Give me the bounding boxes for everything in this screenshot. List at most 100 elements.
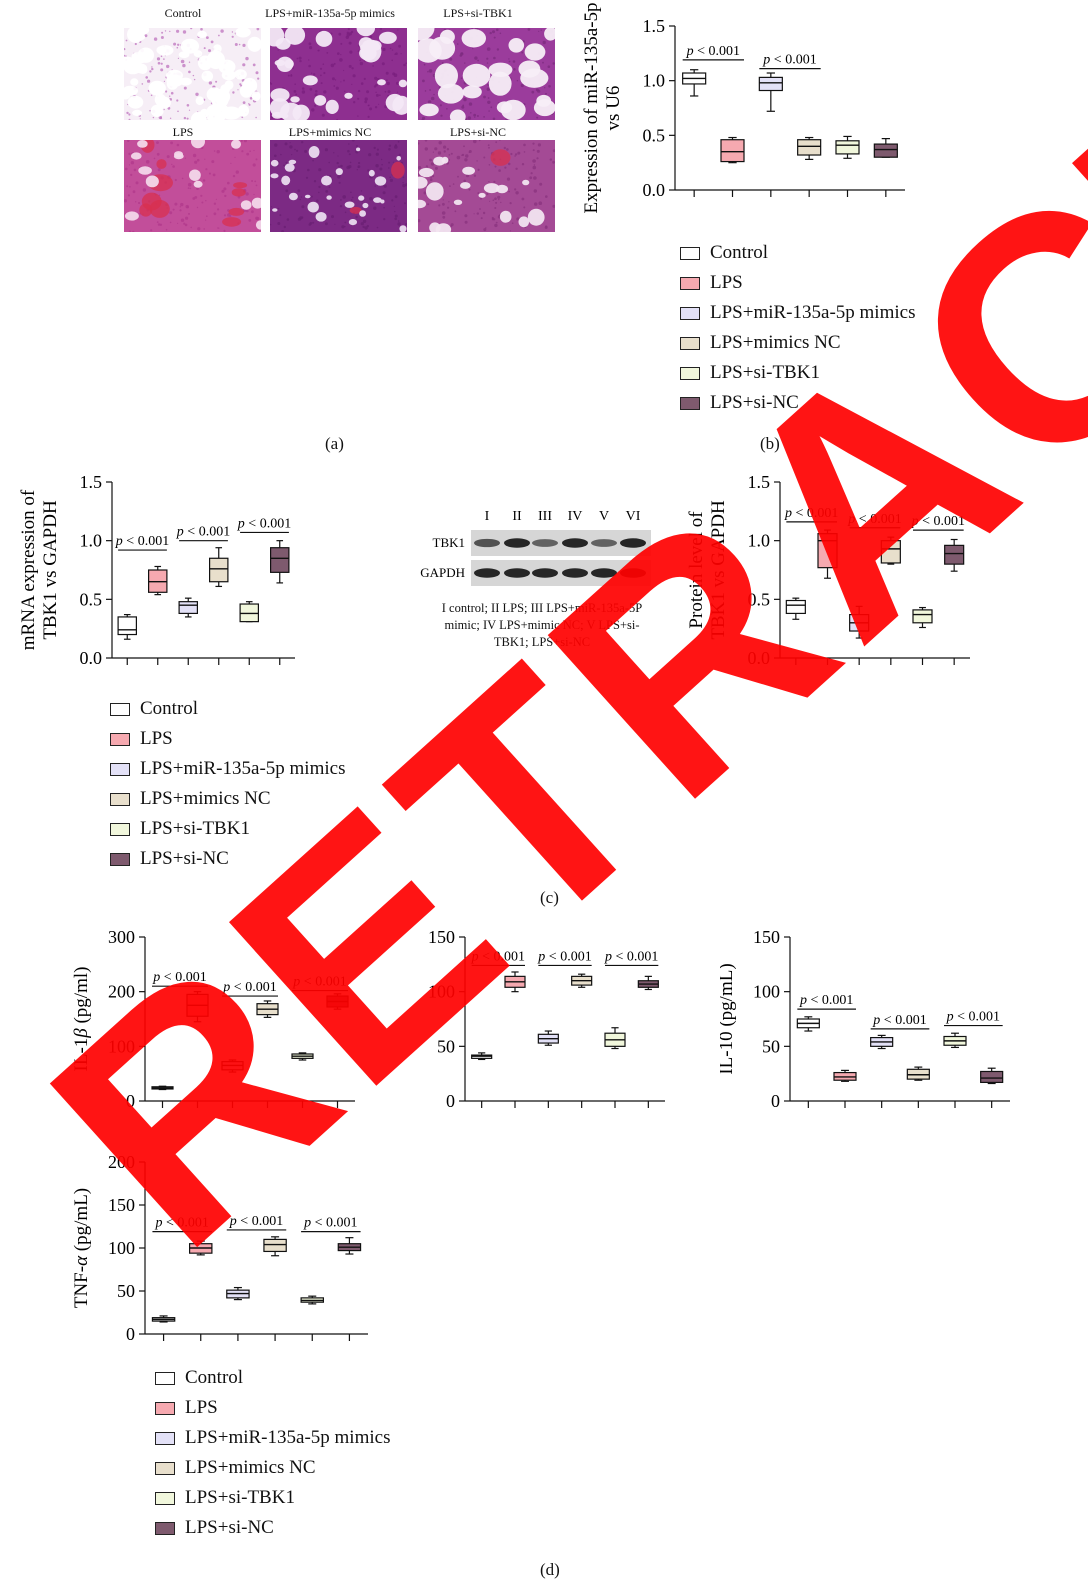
nucleus [424,140,428,142]
nucleus [335,86,339,90]
p-value-label: p < 0.001 [303,1216,357,1231]
alveolar-space [359,46,377,61]
nucleus [308,64,311,68]
nucleus [206,215,208,217]
nucleus [344,211,347,214]
nucleus [223,187,227,191]
legend-swatch [110,762,130,776]
alveolar-space [292,104,310,120]
hemorrhage-spot [141,192,162,211]
box-4 [263,1238,287,1253]
nucleus [344,90,346,92]
nucleus [299,198,301,201]
nucleus [486,192,489,196]
nucleus [507,162,511,166]
nucleus [128,113,131,116]
nucleus [355,215,358,219]
nucleus [245,209,249,213]
nucleus [375,152,379,156]
nucleus [340,164,343,168]
nucleus [294,83,296,85]
nucleus [125,55,127,57]
nucleus [533,189,537,193]
nucleus [213,150,216,152]
legend-label: LPS [185,1397,218,1418]
nucleus [241,116,244,119]
p-rest: < 0.001 [162,1216,208,1231]
alveolar-space [130,78,139,86]
p-symbol: p [471,949,479,964]
alveolar-space [462,166,475,175]
nucleus [126,185,129,188]
alveolar-space [518,216,530,228]
lane-label: IV [568,509,583,524]
nucleus [478,140,481,142]
nucleus [378,103,380,105]
nucleus [428,69,433,73]
nucleus [357,115,359,117]
nucleus [398,153,401,156]
nucleus [367,169,370,172]
nucleus [454,210,457,213]
nucleus [230,162,232,164]
nucleus [487,144,490,147]
nucleus [503,146,506,150]
nucleus [427,70,429,73]
nucleus [254,180,257,183]
nucleus [463,145,465,148]
nucleus [190,28,193,30]
nucleus [402,176,405,179]
nucleus [379,28,383,30]
nucleus [397,220,400,222]
nucleus [468,188,471,191]
nucleus [320,82,323,85]
nucleus [242,101,246,104]
legend-label: LPS+mimics NC [185,1457,316,1478]
nucleus [217,227,219,229]
alveolar-space [488,71,512,96]
nucleus [157,223,161,226]
nucleus [157,168,161,172]
nucleus [364,226,368,230]
nucleus [248,103,250,105]
nucleus [221,189,225,193]
nucleus [391,59,393,62]
p-symbol: p [911,514,919,529]
p-rest: < 0.001 [160,970,206,985]
nucleus [532,142,535,145]
nucleus [295,93,298,96]
alveolar-space [368,169,375,177]
nucleus [429,178,433,181]
y-label-part: (pg/ml) [71,967,92,1029]
y-tick-label: 0.0 [643,180,666,200]
nucleus [156,152,160,156]
legend-item: Control [680,238,915,268]
alveolar-space [344,92,353,99]
blot-band [532,539,558,547]
nucleus [165,228,168,231]
alveolar-space [288,192,298,201]
nucleus [347,28,350,31]
alveolar-space [127,95,144,109]
box-6 [944,544,965,565]
nucleus [339,205,343,208]
alveolar-space [137,140,148,148]
nucleus [245,192,249,196]
alveolar-space [200,108,209,118]
nucleus [488,110,490,112]
histology-texture [418,140,555,232]
alveolar-space [174,151,183,158]
nucleus [380,158,383,161]
nucleus [318,168,322,172]
p-value-label: p < 0.001 [115,534,169,549]
nucleus [255,216,259,220]
hemorrhage-spot [233,182,248,189]
nucleus [235,170,239,174]
nucleus [314,93,318,97]
nucleus [512,60,516,63]
y-tick-label: 0 [126,1324,135,1344]
nucleus [359,61,364,66]
panel-d-label: (d) [540,1560,560,1579]
nucleus [314,104,317,107]
alveolar-space [315,30,333,47]
